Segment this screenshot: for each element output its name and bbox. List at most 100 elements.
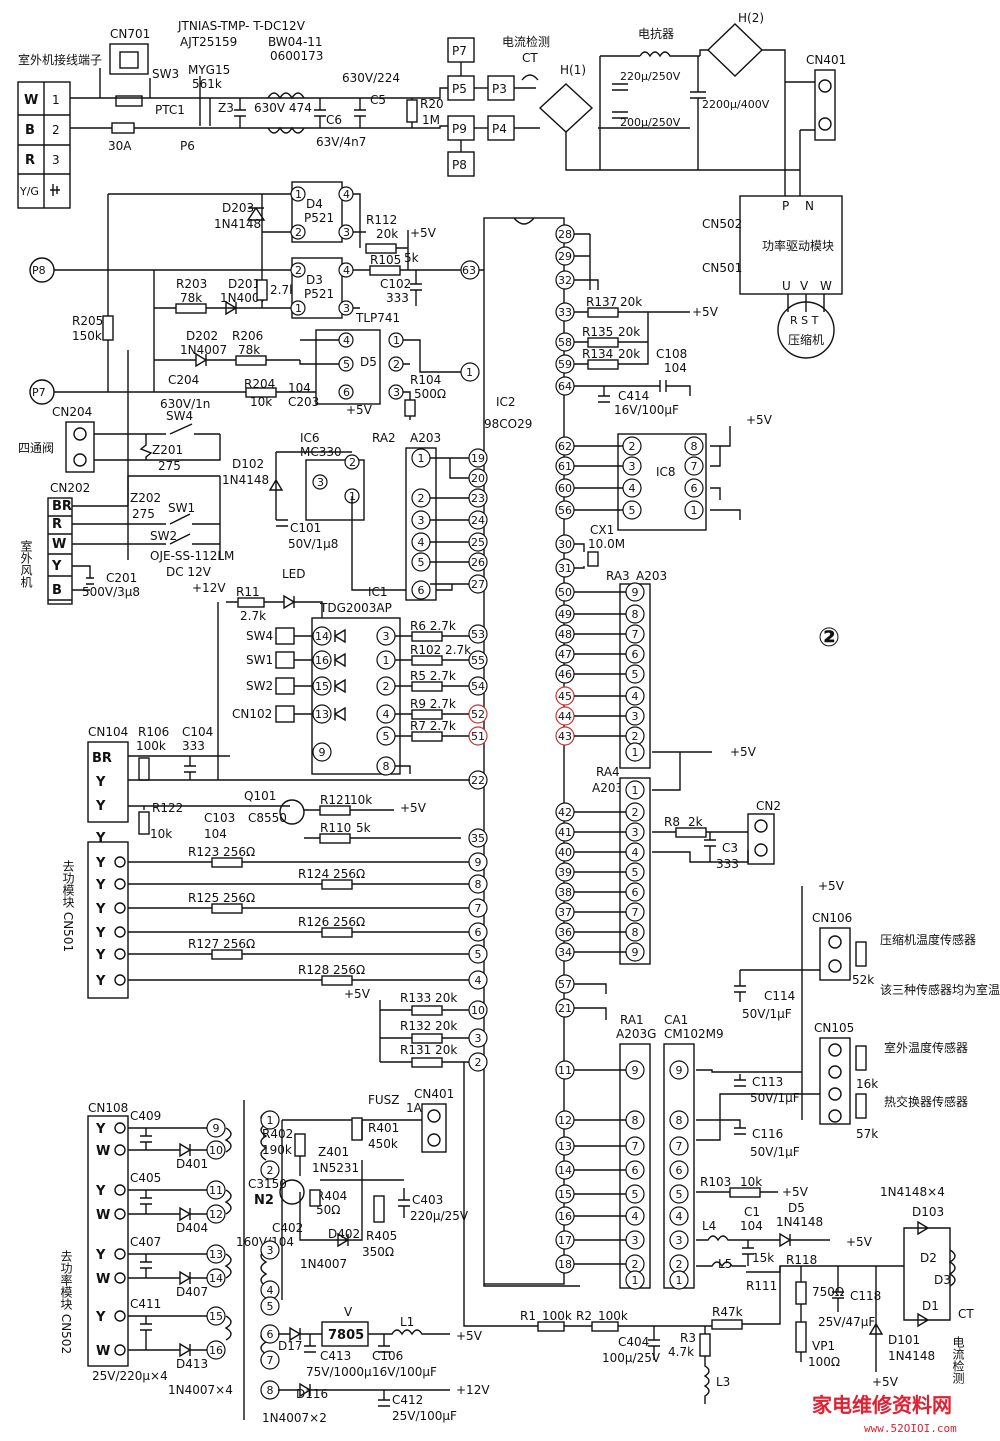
ic2-pin-27-label: 27 [471,578,485,591]
ic2-pin-28-label: 28 [558,228,572,241]
ic2-pin-21-label: 21 [558,1002,572,1015]
cn502-label: 去功率模块 CN502 [59,1250,73,1355]
l3-label: L3 [716,1375,730,1389]
ic2-pin-2-label: 2 [475,1056,482,1069]
c104-val: 333 [182,739,205,753]
c103-label: C103 [204,811,235,825]
svg-text:4: 4 [343,334,350,347]
cn108-pin-4: Y [95,1248,106,1263]
bridge-h1 [538,83,594,133]
bottom-cap-1: C405 [130,1171,161,1185]
ic1-in-pin-9 [312,742,332,762]
ca1-pin-4-label: 4 [676,1210,683,1223]
r27k-label: 2.7k [270,283,296,297]
ra1-pin-7-label: 7 [632,1140,639,1153]
c403-label: C403 [412,1193,443,1207]
ca1-pin-9-label: 9 [676,1064,683,1077]
bottom-cap-0: C409 [130,1109,161,1123]
cn501 [87,841,129,999]
ra3-pin-4-label: 4 [632,690,639,703]
ra1-pin-1 [625,1270,645,1290]
terminal-w: W [24,93,38,108]
ptc1-icon [115,95,143,107]
winding-pin-10-label: 10 [209,1144,223,1157]
h1-label: H(1) [560,63,586,77]
ic1-in-pin-14-label: 14 [315,630,329,643]
d101-label: D101 [888,1333,920,1347]
ic2-pin-55-label: 55 [471,654,485,667]
cn108-pin-3: W [96,1208,110,1223]
r205-val: 150k [72,329,102,343]
r121-label: R121 [320,793,351,807]
ca1-pin-7-label: 7 [676,1140,683,1153]
ic8-pin-6 [684,478,704,498]
r111-label: R111 [746,1279,777,1293]
ca1-pin-3 [669,1230,689,1250]
ic2-pin-43-label: 43 [558,730,572,743]
ic1-out-pin-8-label: 8 [383,760,390,773]
ra2-pin-1-label: 1 [418,452,425,465]
svg-text:2: 2 [295,226,302,239]
cn106-label: CN106 [812,911,852,925]
ic2-pin-36-label: 36 [558,926,572,939]
plus12-bottom: +12V [456,1383,490,1397]
l4-label: L4 [702,1219,716,1233]
ic2-pin-40-label: 40 [558,846,572,859]
vp1-label: VP1 [812,1339,835,1353]
r203-label: R203 [176,277,207,291]
p4-label: P4 [492,122,507,136]
ic2-pin-61-label: 61 [558,460,572,473]
ra1-pin-6-label: 6 [632,1164,639,1177]
c6-label: C6 [326,113,342,127]
ic2-pin-4-label: 4 [475,974,482,987]
svg-text:2: 2 [393,358,400,371]
pm-n: N [805,199,814,213]
cx1-label: CX1 [590,523,614,537]
svg-text:2: 2 [295,264,302,277]
r206-val: 78k [238,343,260,357]
bw-val: 0600173 [270,49,323,63]
ra3-val: A203 [636,569,667,583]
svg-text:3: 3 [343,226,350,239]
winding-pin-16 [206,1340,226,1360]
four-way-label: 四通阀 [18,441,54,455]
watermark-text: 家电维修资料网 [812,1393,952,1417]
ra4-pin-2-label: 2 [632,806,639,819]
q101-val: C8550 [248,811,287,825]
ca1-val: CM102M9 [664,1027,724,1041]
terminal-block: 室外机接线端子 W B R Y/G 1 2 3 [17,52,102,209]
ic1-out-pin-2-label: 2 [383,680,390,693]
c414-label: C414 [618,389,649,403]
r121-val: 10k [350,793,372,807]
r105-val: 5k [404,251,419,265]
ra1-pin-2-label: 2 [632,1258,639,1271]
ra2-pin-6-label: 6 [418,584,425,597]
r137-label: R137 [586,295,617,309]
ic2-pin-22-label: 22 [471,774,485,787]
d3-opto [291,257,343,319]
ic2-pin-48-label: 48 [558,628,572,641]
ct-title: 电流检测 [502,34,550,49]
ic1-res-4: R7 2.7k [410,719,456,733]
z202-val: 275 [132,507,155,521]
pm-v: V [800,279,809,293]
r16k: 16k [856,1077,878,1091]
ra4-pin-7-label: 7 [632,906,639,919]
c116-val: 50V/1μF [750,1145,800,1159]
ra3-pin-8-label: 8 [632,608,639,621]
fan-pin-0: BR [52,499,72,514]
v7805-label: 7805 [328,1328,364,1343]
hx-sensor: 热交换器传感器 [884,1094,968,1109]
c116-label: C116 [752,1127,783,1141]
cn701-label: CN701 [110,27,150,41]
svg-text:6: 6 [343,386,350,399]
svg-text:2: 2 [349,456,356,469]
ic2-pin-23-label: 23 [471,492,485,505]
pm-label: 功率驱动模块 [762,238,834,253]
c203-label: C203 [288,395,319,409]
ic1-in-pin-13-label: 13 [315,708,329,721]
ra1-pin-1-label: 1 [632,1274,639,1287]
cn104 [87,741,129,823]
r205-label: R205 [72,314,103,328]
r137-val: 20k [620,295,642,309]
